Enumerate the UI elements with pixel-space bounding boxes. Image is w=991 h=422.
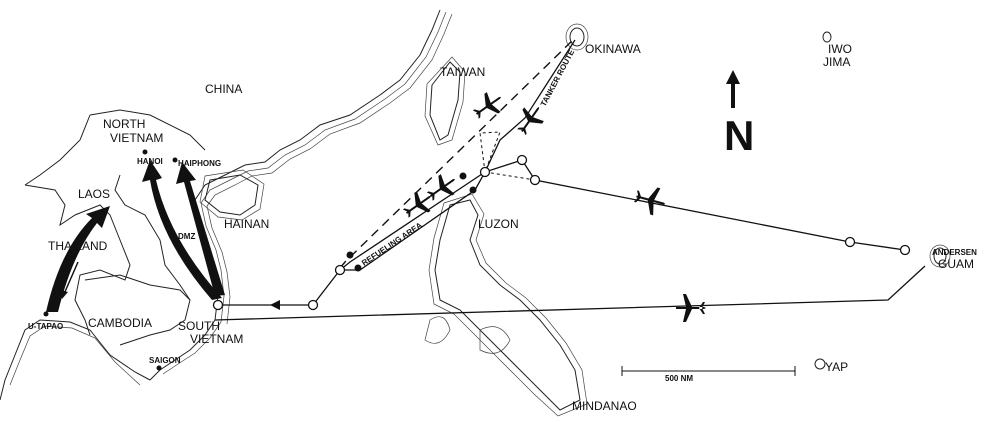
- guam-island: [933, 247, 947, 265]
- label-hainan: HAINAN: [224, 217, 269, 231]
- bomber-plane-icons: [402, 92, 706, 322]
- label-luzon: LUZON: [478, 217, 519, 231]
- label-tanker-route: TANKER ROUTE: [539, 48, 577, 108]
- label-andersen: ANDERSEN: [932, 248, 977, 257]
- label-saigon: SAIGON: [149, 356, 181, 365]
- u-tapao-marker: [43, 311, 49, 317]
- label-yap: YAP: [825, 360, 848, 374]
- yap-island: [814, 358, 826, 370]
- label-haiphong: HAIPHONG: [178, 159, 221, 168]
- outbound-route: [218, 159, 906, 306]
- iwo-jima-island: [822, 31, 832, 43]
- label-laos: LAOS: [78, 187, 110, 201]
- refueling-track-upper: [339, 171, 486, 271]
- plane-icon: [517, 106, 544, 136]
- strike-arrows: [46, 160, 225, 312]
- plane-icon: [402, 191, 432, 218]
- label-thailand: THAILAND: [48, 239, 108, 253]
- label-iwo-jima: IWO: [828, 42, 852, 56]
- label-u-tapao: U-TAPAO: [28, 322, 63, 331]
- return-route: [214, 265, 926, 321]
- okinawa-island: [569, 27, 585, 47]
- plane-icon: [633, 187, 666, 216]
- hanoi-marker: [142, 149, 148, 155]
- scale-bar: 500 NM: [621, 366, 796, 383]
- label-china: CHINA: [205, 82, 242, 96]
- label-guam: GUAM: [938, 257, 974, 271]
- label-south-vietnam: SOUTH: [178, 319, 220, 333]
- philippines: [424, 193, 588, 417]
- label-taiwan: TAIWAN: [440, 65, 485, 79]
- plane-icon: [676, 294, 706, 322]
- country-borders: [24, 109, 206, 346]
- flight-routes: [212, 37, 926, 321]
- north-arrow-icon: N: [724, 70, 754, 159]
- hainan-island: [204, 174, 259, 216]
- label-iwo-jima-2: JIMA: [823, 55, 850, 69]
- label-dmz: DMZ: [178, 232, 195, 241]
- plane-icon: [472, 92, 502, 119]
- label-mindanao: MINDANAO: [572, 399, 637, 413]
- north-label: N: [724, 112, 754, 159]
- taiwan-island: [429, 61, 461, 141]
- label-okinawa: OKINAWA: [585, 42, 641, 56]
- scale-bar-label: 500 NM: [665, 374, 693, 383]
- label-refueling-area: REFUELING AREA: [360, 220, 424, 267]
- tanker-route-line: [484, 39, 576, 173]
- coastline-mainland: [0, 9, 453, 401]
- label-north-vietnam-2: VIETNAM: [110, 131, 163, 145]
- saigon-marker: [156, 365, 162, 371]
- label-hanoi: HANOI: [137, 157, 163, 166]
- plane-icon: [426, 174, 456, 201]
- label-south-vietnam-2: VIETNAM: [190, 332, 243, 346]
- haiphong-marker: [172, 157, 178, 163]
- label-cambodia: CAMBODIA: [88, 316, 152, 330]
- label-north-vietnam: NORTH: [103, 117, 145, 131]
